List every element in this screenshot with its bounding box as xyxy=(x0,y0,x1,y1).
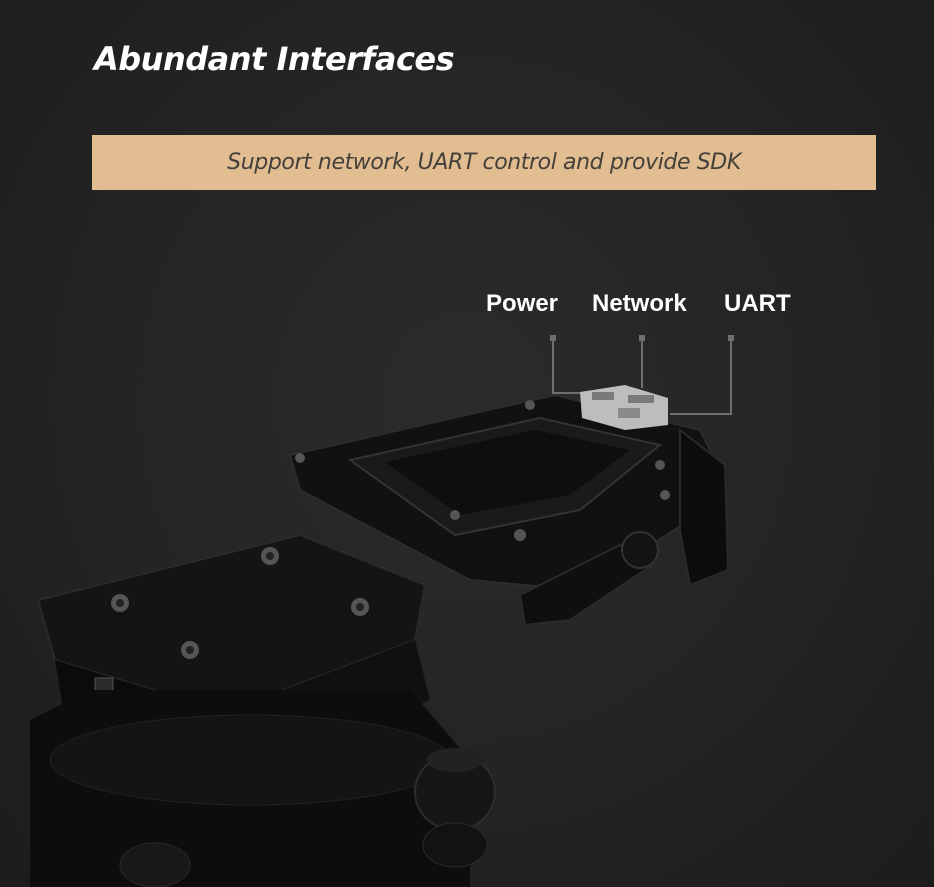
callout-line-power-h xyxy=(552,392,592,394)
label-network: Network xyxy=(592,290,687,317)
callout-dot-network xyxy=(639,335,645,341)
label-power: Power xyxy=(486,290,559,317)
page-title: Abundant Interfaces xyxy=(94,40,455,78)
banner-text: Support network, UART control and provid… xyxy=(227,150,741,175)
feature-banner: Support network, UART control and provid… xyxy=(92,135,876,190)
callout-line-network xyxy=(641,340,643,388)
callout-line-power xyxy=(552,340,554,392)
callout-dot-uart xyxy=(728,335,734,341)
callout-line-uart-h xyxy=(670,413,732,415)
callout-line-uart xyxy=(730,340,732,414)
label-uart: UART xyxy=(724,290,791,317)
callout-dot-power xyxy=(550,335,556,341)
